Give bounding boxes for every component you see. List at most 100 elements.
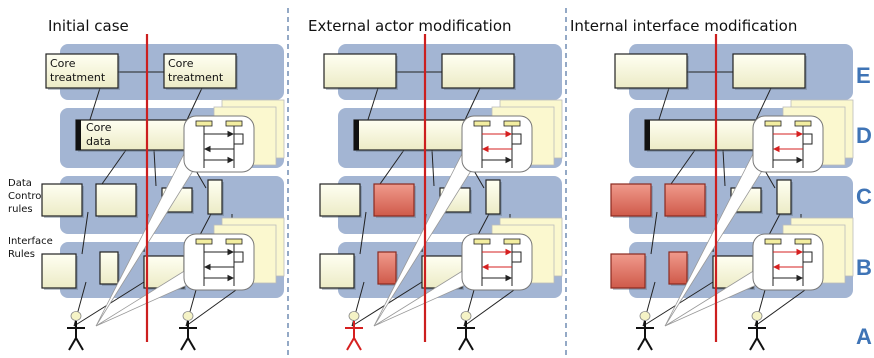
core-data-bar — [76, 120, 81, 150]
data-control-box-1 — [41, 183, 83, 217]
callout-d-sender — [195, 120, 213, 127]
link-actor-right-2 — [185, 289, 237, 327]
core-treatment-box-1 — [614, 53, 688, 89]
callout-d-receiver — [794, 120, 812, 127]
data-control-box-4 — [485, 179, 501, 215]
actor-2-leg-left — [458, 337, 467, 351]
core-data-box — [644, 119, 774, 151]
link-actor-right-2 — [754, 289, 806, 327]
actor-2-head — [460, 311, 472, 321]
callout-d-bubble — [461, 115, 533, 173]
panel-title-external-actor-modification: External actor modification — [308, 17, 512, 35]
link-d-c-left — [379, 149, 405, 185]
core-data-bar — [354, 120, 359, 150]
callout-b-sender — [473, 238, 491, 245]
callout-b-sender — [764, 238, 782, 245]
layer-letter-d: D — [856, 123, 872, 148]
panel-title-internal-interface-modification: Internal interface modification — [570, 17, 797, 35]
actor-1-head — [348, 311, 360, 321]
link-d-c-mid — [153, 149, 157, 187]
callout-d-sender — [473, 120, 491, 127]
interface-box-2 — [377, 251, 397, 285]
link-d-c-left — [101, 149, 127, 185]
panel-2 — [319, 34, 563, 351]
callout-d-bubble — [183, 115, 255, 173]
actor-1-leg-left — [637, 337, 646, 351]
actor-2-leg-left — [180, 337, 189, 351]
callout-b-bubble — [183, 233, 255, 291]
panel-3 — [610, 34, 854, 351]
callout-d-receiver — [503, 120, 521, 127]
link-e-d-right — [185, 87, 203, 123]
callout-b-self-call — [234, 251, 244, 263]
actor-1-leg-left — [68, 337, 77, 351]
interface-box-1 — [41, 253, 77, 289]
callout-d-bubble — [752, 115, 824, 173]
actor-2-leg-right — [465, 337, 474, 351]
data-control-box-4 — [207, 179, 223, 215]
callout-d-self-call — [803, 133, 813, 145]
callout-b-receiver — [794, 238, 812, 245]
actor-2-head — [182, 311, 194, 321]
data-control-box-2 — [664, 183, 706, 217]
interface-box-1 — [319, 253, 355, 289]
link-e-d-right — [463, 87, 481, 123]
core-treatment-box-2 — [732, 53, 806, 89]
panel-title-initial-case: Initial case — [48, 17, 129, 35]
callout-b-bubble — [461, 233, 533, 291]
core-treatment-box-2 — [441, 53, 515, 89]
callout-b-self-call — [803, 251, 813, 263]
data-control-box-4 — [776, 179, 792, 215]
layer-letter-b: B — [856, 255, 872, 280]
layer-letter-e: E — [856, 63, 871, 88]
callout-d-self-call — [234, 133, 244, 145]
interface-box-2 — [668, 251, 688, 285]
actor-1-leg-right — [644, 337, 653, 351]
callout-b-receiver — [225, 238, 243, 245]
link-d-c-mid — [431, 149, 435, 187]
actor-2-leg-right — [756, 337, 765, 351]
layer-letter-a: A — [856, 324, 872, 349]
interface-box-1 — [610, 253, 646, 289]
core-treatment-box-1 — [45, 53, 119, 89]
data-control-box-1 — [610, 183, 652, 217]
layer-letter-c: C — [856, 184, 872, 209]
actor-1-leg-right — [75, 337, 84, 351]
callout-b-receiver — [503, 238, 521, 245]
callout-b-self-call — [512, 251, 522, 263]
callout-b-sender — [195, 238, 213, 245]
link-c-b-left — [650, 211, 658, 255]
link-actor-right-2 — [463, 289, 515, 327]
link-e-d-right — [754, 87, 772, 123]
actor-1-leg-left — [346, 337, 355, 351]
actor-2-leg-right — [187, 337, 196, 351]
core-treatment-box-2 — [163, 53, 237, 89]
core-data-box — [75, 119, 205, 151]
actor-2-head — [751, 311, 763, 321]
actor-1-leg-right — [353, 337, 362, 351]
data-control-box-2 — [95, 183, 137, 217]
actor-1-head — [70, 311, 82, 321]
data-control-box-1 — [319, 183, 361, 217]
data-control-box-2 — [373, 183, 415, 217]
callout-d-sender — [764, 120, 782, 127]
callout-d-receiver — [225, 120, 243, 127]
callout-b-bubble — [752, 233, 824, 291]
interface-box-2 — [99, 251, 119, 285]
actor-2-leg-left — [749, 337, 758, 351]
link-d-c-left — [670, 149, 696, 185]
core-data-bar — [645, 120, 650, 150]
core-treatment-box-1 — [323, 53, 397, 89]
link-d-c-mid — [722, 149, 726, 187]
link-c-b-left — [359, 211, 367, 255]
link-c-b-left — [81, 211, 89, 255]
callout-d-self-call — [512, 133, 522, 145]
actor-1-head — [639, 311, 651, 321]
